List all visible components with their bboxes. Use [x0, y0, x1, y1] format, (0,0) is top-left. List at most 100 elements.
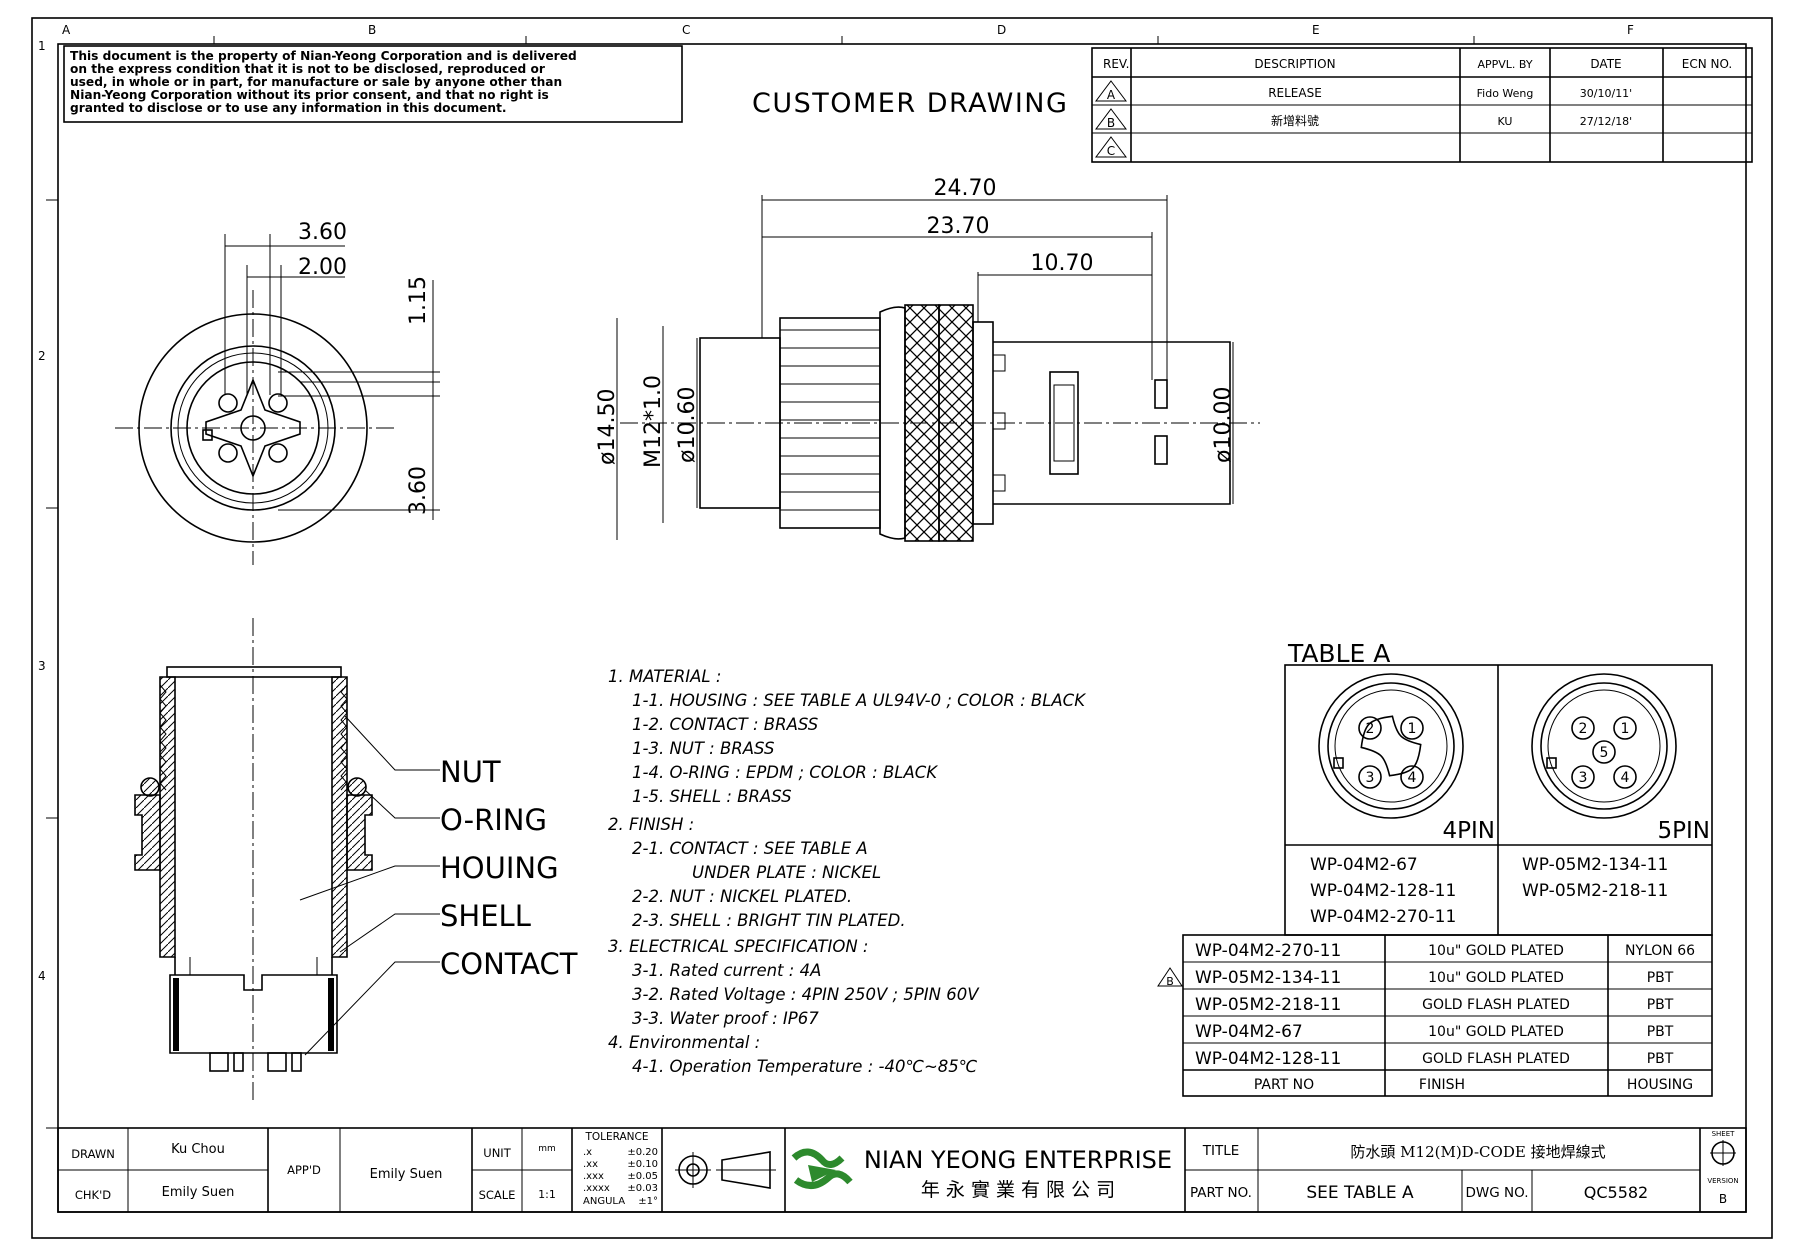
sheet-label: SHEET [1712, 1130, 1736, 1138]
row-1-housing: NYLON 66 [1625, 943, 1695, 959]
rev-a-date: 30/10/11' [1580, 87, 1632, 100]
version-value: B [1719, 1192, 1727, 1206]
dim-length-23-70: 23.70 [927, 214, 990, 239]
footer-finish: FINISH [1419, 1077, 1465, 1093]
row-2-part: WP-05M2-134-11 [1195, 968, 1341, 988]
table-a: TABLE A 1 2 3 4 4PIN [1157, 639, 1713, 1097]
revision-table: REV. DESCRIPTION APPVL. BY DATE ECN NO. … [1091, 47, 1753, 163]
tol-1-key: .x [583, 1147, 592, 1158]
row-3-part: WP-05M2-218-11 [1195, 995, 1341, 1015]
col-letter-f: F [1627, 23, 1634, 37]
note-1-1: 1-1. HOUSING : SEE TABLE A UL94V-0 ; COL… [632, 691, 1086, 710]
company-name-en: NIAN YEONG ENTERPRISE [864, 1146, 1172, 1174]
row-5-finish: GOLD FLASH PLATED [1422, 1051, 1570, 1067]
sheet-symbol-icon [1710, 1140, 1736, 1166]
pin5-number-1: 1 [1621, 721, 1630, 737]
chkd-label: CHK'D [75, 1188, 111, 1202]
row-4-housing: PBT [1647, 1024, 1674, 1040]
appd-label: APP'D [287, 1163, 321, 1177]
appd-value: Emily Suen [370, 1167, 443, 1182]
notice-line-5: granted to disclose or to use any inform… [70, 101, 507, 115]
unit-label: UNIT [483, 1146, 511, 1160]
title-label: TITLE [1202, 1143, 1240, 1159]
row-2-housing: PBT [1647, 970, 1674, 986]
tolerance-title: TOLERANCE [584, 1131, 648, 1143]
col-letter-d: D [997, 23, 1006, 37]
rev-c-letter: C [1107, 144, 1115, 158]
front-view [115, 290, 395, 565]
pin5-part-1: WP-05M2-134-11 [1522, 855, 1668, 875]
callout-o-ring: O-RING [440, 803, 547, 837]
callout-nut: NUT [440, 755, 501, 789]
rev-a-approver: Fido Weng [1477, 87, 1534, 100]
projection-symbol-icon [675, 1151, 776, 1189]
drawn-value: Ku Chou [171, 1142, 225, 1157]
notice-box [63, 45, 683, 123]
row-number-2: 2 [38, 349, 46, 363]
title-block [57, 1127, 1747, 1213]
dwg-no-value: QC5582 [1584, 1183, 1648, 1202]
table-rev-letter: B [1166, 975, 1174, 988]
dim-front-height-3-60: 3.60 [406, 466, 431, 515]
row-number-3: 3 [38, 659, 46, 673]
proprietary-notice: This document is the property of Nian-Ye… [70, 49, 577, 115]
approved-by-header: APPVL. BY [1477, 58, 1532, 71]
tol-5-val: ±1° [638, 1196, 658, 1207]
row-5-part: WP-04M2-128-11 [1195, 1049, 1341, 1069]
note-1-5: 1-5. SHELL : BRASS [632, 787, 792, 806]
note-3-3: 3-3. Water proof : IP67 [632, 1009, 819, 1028]
row-number-4: 4 [38, 969, 46, 983]
dim-thread-m12: M12*1.0 [641, 375, 666, 468]
callout-leaders [299, 715, 440, 1056]
specification-notes: 1. MATERIAL : 1-1. HOUSING : SEE TABLE A… [608, 667, 1086, 1076]
pin5-number-2: 2 [1579, 721, 1588, 737]
rev-b-date: 27/12/18' [1580, 115, 1632, 128]
row-5-housing: PBT [1647, 1051, 1674, 1067]
pin4-number-1: 1 [1408, 721, 1417, 737]
note-2: 2. FINISH : [608, 815, 694, 834]
rev-a-letter: A [1107, 88, 1116, 102]
pin5-face-icon [1531, 673, 1677, 819]
notice-line-3: used, in whole or in part, for manufactu… [70, 75, 562, 89]
scale-value: 1:1 [538, 1188, 556, 1201]
outer-border [31, 17, 1773, 1239]
note-2-1: 2-1. CONTACT : SEE TABLE A [632, 839, 868, 858]
note-3: 3. ELECTRICAL SPECIFICATION : [608, 937, 869, 956]
row-3-finish: GOLD FLASH PLATED [1422, 997, 1570, 1013]
tol-3-key: .xxx [583, 1171, 604, 1182]
notice-line-1: This document is the property of Nian-Ye… [70, 49, 577, 63]
chkd-value: Emily Suen [162, 1185, 235, 1200]
note-2-3: 2-3. SHELL : BRIGHT TIN PLATED. [632, 911, 906, 930]
tol-4-val: ±0.03 [627, 1183, 658, 1194]
side-dimensions: 24.70 23.70 10.70 ø14.50 M12*1.0 ø10.60 … [595, 176, 1236, 540]
pin4-number-2: 2 [1366, 721, 1375, 737]
tol-2-val: ±0.10 [627, 1159, 658, 1170]
dim-length-10-70: 10.70 [1031, 251, 1094, 276]
pin5-part-2: WP-05M2-218-11 [1522, 881, 1668, 901]
rev-c-triangle [1095, 136, 1127, 158]
row-number-1: 1 [38, 39, 46, 53]
table-rev-triangle [1157, 967, 1183, 987]
footer-housing: HOUSING [1627, 1077, 1693, 1093]
section-view [134, 618, 373, 1100]
dim-front-width-2-00: 2.00 [298, 255, 347, 280]
pin4-part-2: WP-04M2-128-11 [1310, 881, 1456, 901]
row-2-finish: 10u" GOLD PLATED [1428, 970, 1564, 986]
pin4-face-icon [1318, 673, 1464, 819]
note-4: 4. Environmental : [608, 1033, 760, 1052]
title-block-text: DRAWN Ku Chou CHK'D Emily Suen APP'D Emi… [71, 1130, 1738, 1207]
note-3-1: 3-1. Rated current : 4A [632, 961, 821, 980]
front-dimensions: 3.60 2.00 1.15 3.60 [224, 220, 440, 520]
row-3-housing: PBT [1647, 997, 1674, 1013]
drawing-heading: CUSTOMER DRAWING [752, 88, 1068, 119]
drawn-label: DRAWN [71, 1147, 115, 1161]
tol-1-val: ±0.20 [627, 1147, 658, 1158]
note-1: 1. MATERIAL : [608, 667, 721, 686]
row-4-part: WP-04M2-67 [1195, 1022, 1303, 1042]
rev-b-triangle [1095, 108, 1127, 130]
note-1-3: 1-3. NUT : BRASS [632, 739, 774, 758]
rev-header: REV. [1103, 57, 1129, 71]
pin4-part-3: WP-04M2-270-11 [1310, 907, 1456, 927]
pin4-number-4: 4 [1408, 770, 1417, 786]
